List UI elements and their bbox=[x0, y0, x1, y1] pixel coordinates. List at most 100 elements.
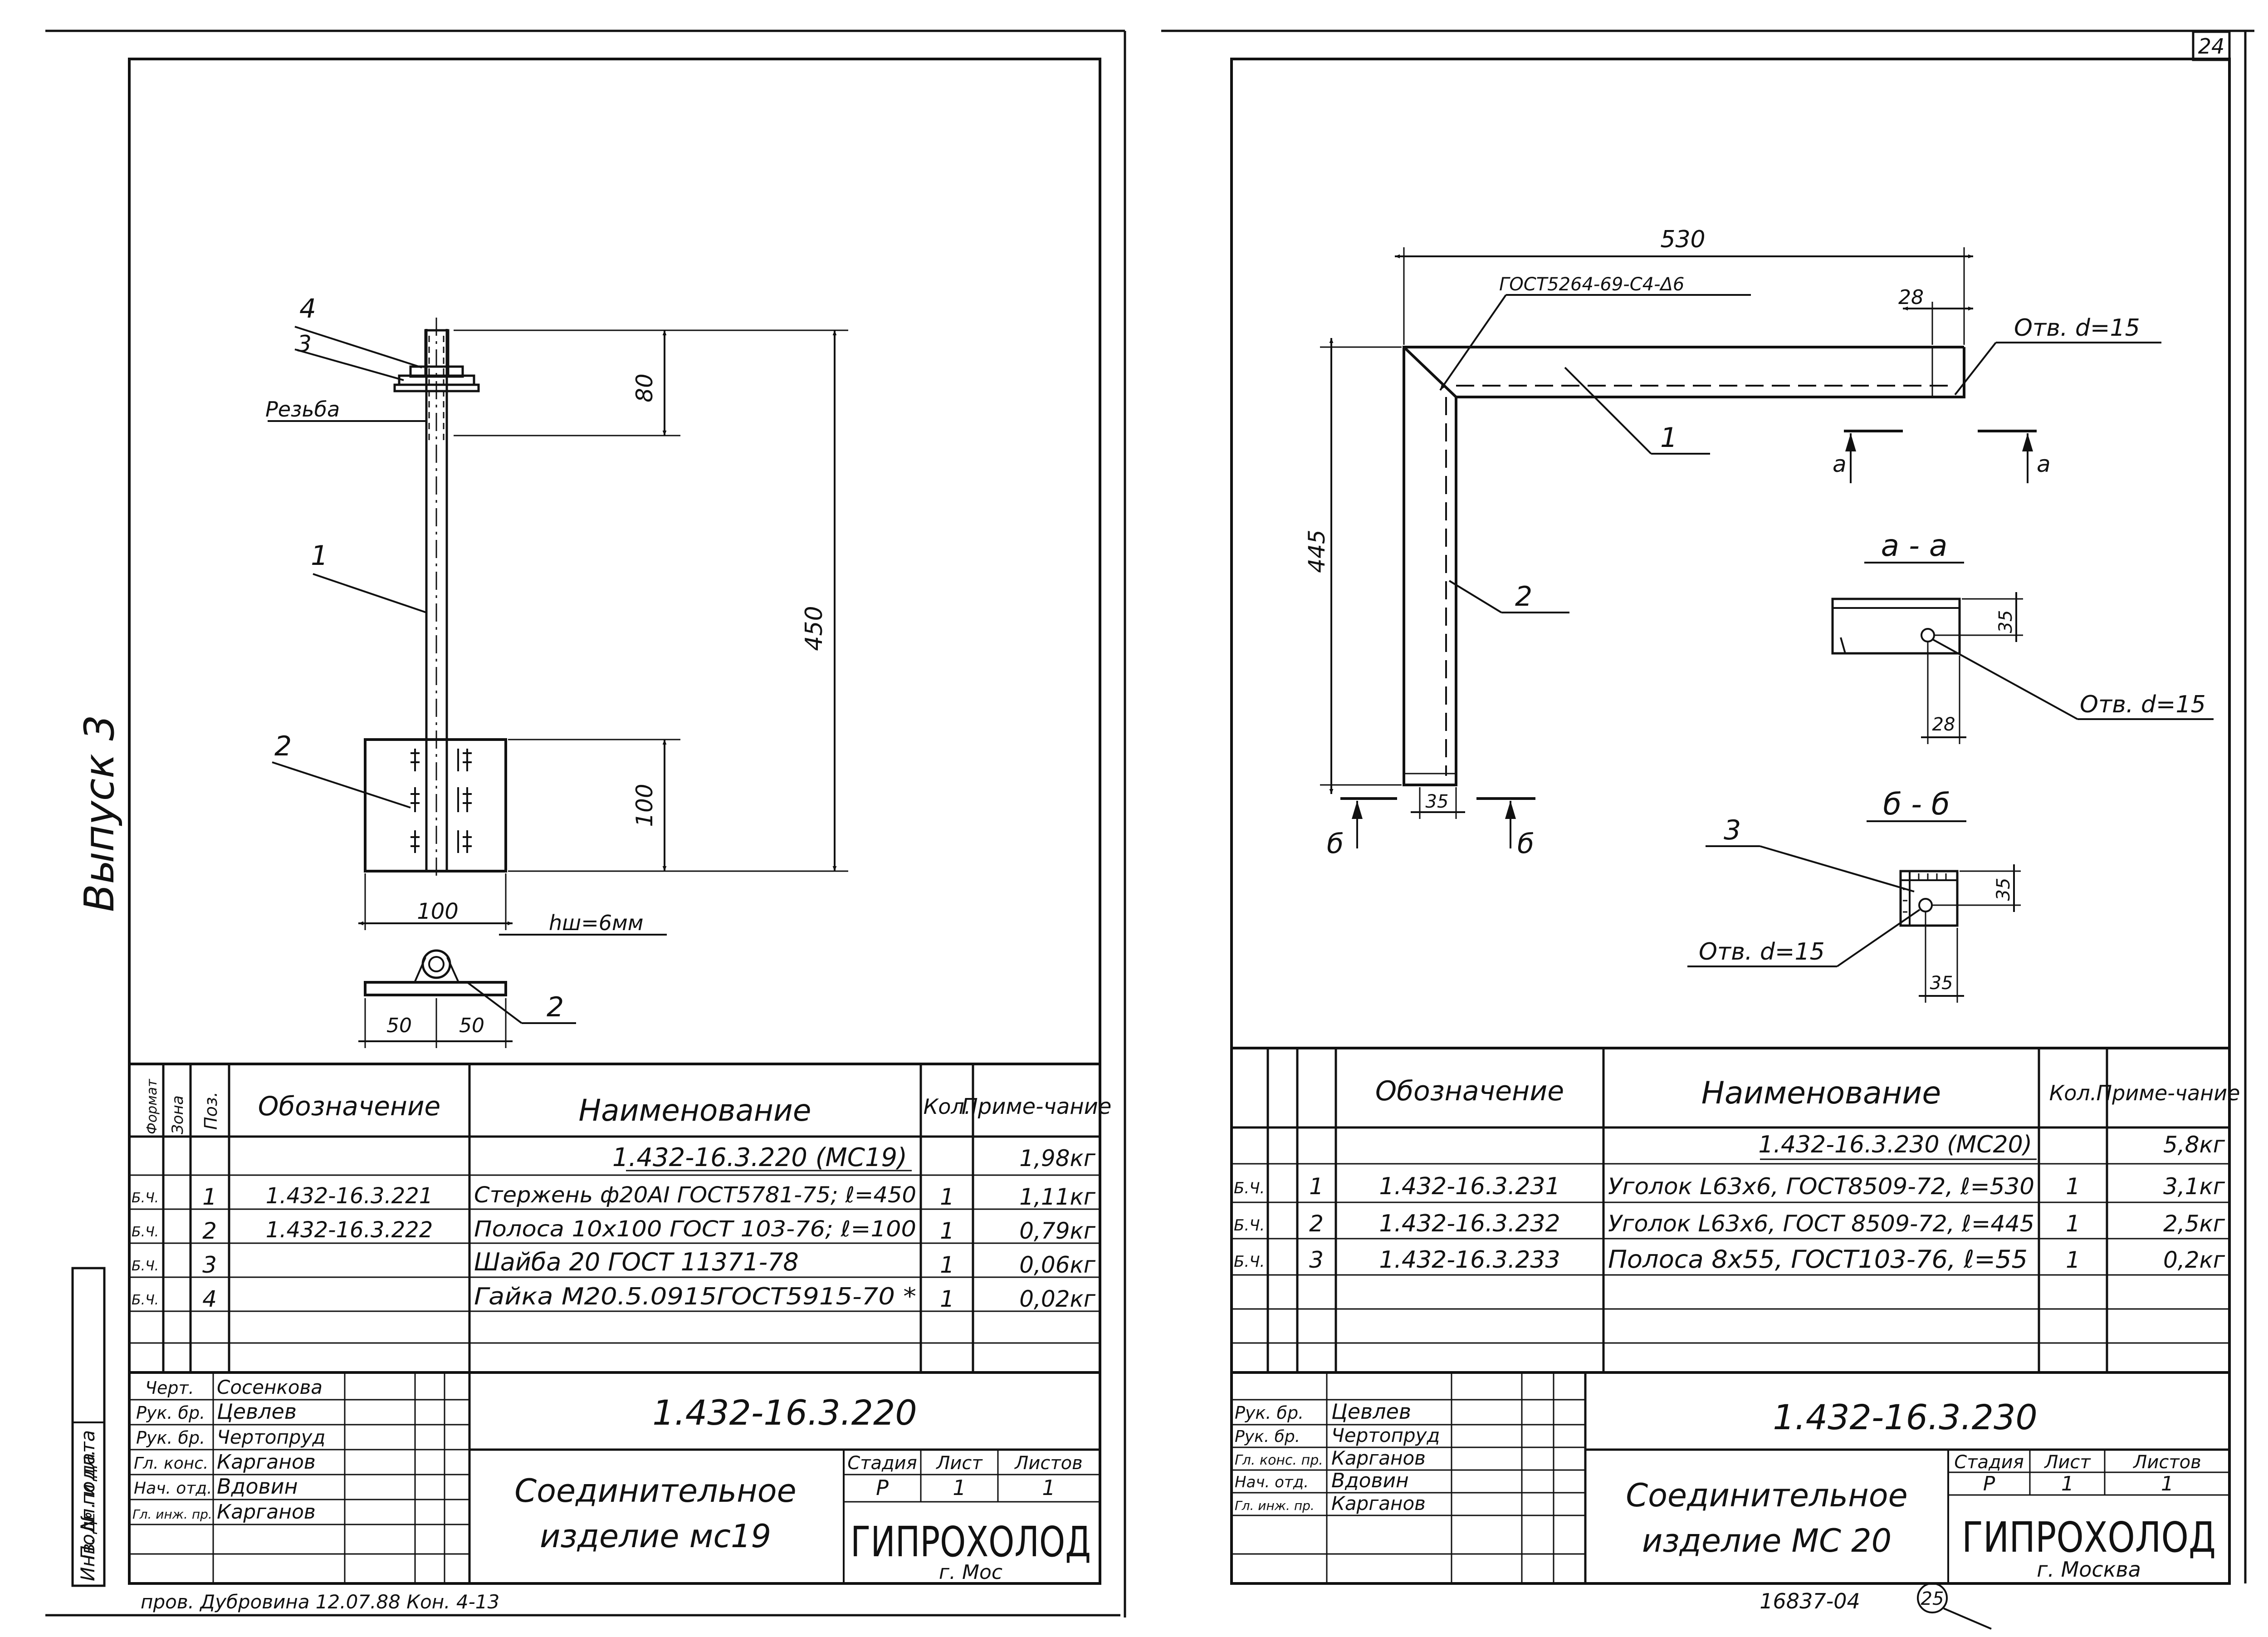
organization-city: г. Мос bbox=[939, 1561, 1002, 1584]
svg-text:Б.Ч.: Б.Ч. bbox=[1234, 1253, 1265, 1271]
svg-text:Рук. бр.: Рук. бр. bbox=[136, 1428, 205, 1448]
sign-date-label: Подп. и дата bbox=[77, 1430, 99, 1560]
callout-3: 3 bbox=[297, 331, 312, 357]
hdr-zone: Зона bbox=[169, 1095, 187, 1134]
left-dimensions: 80 100 450 100 hш=6мм 50 50 bbox=[358, 329, 848, 1048]
rod-part-1 bbox=[424, 318, 450, 876]
hole-label-1: Отв. d=15 bbox=[2014, 314, 2140, 342]
archive-number: 16837-04 bbox=[1760, 1589, 1860, 1613]
left-title-block: Черт. Сосенкова Рук. бр. Цевлев Рук. бр.… bbox=[129, 1371, 1100, 1584]
dim-35c: 35 bbox=[1993, 878, 2014, 901]
check-note: пров. Дубровина 12.07.88 Кон. 4-13 bbox=[141, 1591, 499, 1613]
stamp-person-right-0: Рук. бр. Цевлев bbox=[1235, 1399, 1411, 1424]
table-row: Б.Ч. 4 Гайка М20.5.0915ГОСТ5915-70 * 1 0… bbox=[132, 1283, 1096, 1312]
svg-text:Карганов: Карганов bbox=[1331, 1447, 1426, 1469]
hole-label-2: Отв. d=15 bbox=[2080, 691, 2206, 718]
svg-text:0,02кг: 0,02кг bbox=[1019, 1286, 1096, 1312]
hdr-format: Формат bbox=[144, 1078, 160, 1134]
svg-text:Гл. конс.: Гл. конс. bbox=[134, 1454, 209, 1473]
stamp-person-1: Рук. бр. Цевлев bbox=[136, 1399, 297, 1424]
hdr-designation: Обозначение bbox=[258, 1091, 440, 1122]
organization-name: ГИПРОХОЛОД bbox=[850, 1518, 1091, 1566]
plate-part-2 bbox=[364, 738, 507, 872]
stamp-person-right-3: Нач. отд. Вдовин bbox=[1235, 1469, 1409, 1492]
svg-text:1: 1 bbox=[940, 1286, 954, 1312]
dim-80: 80 bbox=[631, 373, 658, 402]
svg-text:2,5кг: 2,5кг bbox=[2163, 1211, 2225, 1237]
sheets-label-right: Листов bbox=[2132, 1452, 2201, 1473]
svg-text:Б.Ч.: Б.Ч. bbox=[132, 1292, 159, 1308]
dim-28b: 28 bbox=[1932, 714, 1955, 735]
svg-text:2: 2 bbox=[202, 1218, 217, 1244]
svg-text:Гайка М20.5.0915ГОСТ5915-70 *: Гайка М20.5.0915ГОСТ5915-70 * bbox=[474, 1283, 916, 1310]
svg-text:0,79кг: 0,79кг bbox=[1019, 1218, 1096, 1244]
svg-text:1: 1 bbox=[940, 1184, 954, 1210]
right-drawing: 530 28 445 35 ГОСТ5264-69-С4-Δ6 1 2 3 От… bbox=[1230, 58, 2240, 1630]
svg-text:3,1кг: 3,1кг bbox=[2163, 1173, 2225, 1200]
svg-text:4: 4 bbox=[202, 1286, 217, 1312]
right-dimensions: 530 28 445 35 bbox=[1304, 226, 1973, 819]
sheets-value: 1 bbox=[1042, 1475, 1055, 1500]
hdr-qty-right: Кол. bbox=[2049, 1081, 2097, 1105]
hdr-note-right: Приме-чание bbox=[2097, 1081, 2240, 1105]
svg-text:1.432-16.3.231: 1.432-16.3.231 bbox=[1379, 1173, 1560, 1200]
drawing-code-right: 1.432-16.3.230 bbox=[1773, 1397, 2037, 1437]
dim-450: 450 bbox=[801, 606, 828, 651]
dim-35d: 35 bbox=[1930, 973, 1953, 994]
svg-text:Карганов: Карганов bbox=[217, 1451, 316, 1474]
svg-text:Карганов: Карганов bbox=[217, 1500, 316, 1524]
issue-label: Выпуск 3 bbox=[76, 715, 123, 912]
svg-text:Уголок L63х6, ГОСТ8509-72, ℓ=5: Уголок L63х6, ГОСТ8509-72, ℓ=530 bbox=[1608, 1173, 2034, 1200]
stamp-person-3: Гл. конс. Карганов bbox=[134, 1451, 316, 1474]
svg-text:Вдовин: Вдовин bbox=[217, 1474, 298, 1499]
svg-text:3: 3 bbox=[1309, 1247, 1324, 1273]
svg-text:Б.Ч.: Б.Ч. bbox=[132, 1224, 159, 1240]
dim-35b: 35 bbox=[1995, 610, 2016, 633]
svg-text:Б.Ч.: Б.Ч. bbox=[1234, 1179, 1265, 1197]
section-view-aa: а - а 35 28 Отв. d=15 bbox=[1831, 528, 2214, 744]
svg-text:1: 1 bbox=[2066, 1211, 2080, 1237]
dim-weld-height: hш=6мм bbox=[549, 911, 643, 935]
left-margin: Выпуск 3 Подп. и дата Инв. № подл. bbox=[71, 715, 123, 1587]
svg-text:1: 1 bbox=[2066, 1247, 2080, 1273]
sheets-label: Листов bbox=[1014, 1453, 1082, 1474]
stamp-person-right-2: Гл. конс. пр. Карганов bbox=[1235, 1447, 1426, 1469]
hole-label-3: Отв. d=15 bbox=[1699, 938, 1825, 966]
sheet-label-right: Лист bbox=[2043, 1452, 2091, 1473]
page-number-top-text: 24 bbox=[2198, 34, 2225, 59]
sheet-label: Лист bbox=[935, 1453, 983, 1474]
svg-text:Цевлев: Цевлев bbox=[1331, 1399, 1411, 1424]
page-number-top: 24 bbox=[2192, 30, 2231, 61]
weld-callout: ГОСТ5264-69-С4-Δ6 bbox=[1499, 274, 1684, 295]
angle-frame bbox=[1403, 346, 1965, 786]
stamp-person-right-4: Гл. инж. пр. Карганов bbox=[1235, 1492, 1426, 1514]
hole-callout-top: Отв. d=15 bbox=[1954, 314, 2161, 396]
svg-text:Чертопруд: Чертопруд bbox=[217, 1426, 325, 1448]
left-frame bbox=[128, 58, 1101, 1585]
svg-text:Рук. бр.: Рук. бр. bbox=[136, 1403, 205, 1423]
svg-text:Б.Ч.: Б.Ч. bbox=[132, 1190, 159, 1206]
drawing-code: 1.432-16.3.220 bbox=[652, 1392, 917, 1433]
table-row: Б.Ч. 2 1.432-16.3.222 Полоса 10х100 ГОСТ… bbox=[132, 1216, 1096, 1244]
drawing-title-right-line1: Соединительное bbox=[1626, 1477, 1907, 1514]
washer-nut bbox=[393, 365, 480, 392]
svg-text:Полоса 8х55, ГОСТ103-76, ℓ=55: Полоса 8х55, ГОСТ103-76, ℓ=55 bbox=[1608, 1245, 2028, 1274]
svg-text:Черт.: Черт. bbox=[145, 1378, 194, 1398]
svg-text:Нач. отд.: Нач. отд. bbox=[1235, 1473, 1309, 1491]
dim-35a: 35 bbox=[1426, 791, 1449, 812]
svg-text:1: 1 bbox=[1309, 1173, 1324, 1200]
svg-text:б: б bbox=[1517, 828, 1534, 860]
svg-text:0,2кг: 0,2кг bbox=[2163, 1247, 2225, 1273]
left-spec-table: Формат Зона Поз. Обозначение Наименовани… bbox=[129, 1063, 1111, 1372]
svg-text:Рук. бр.: Рук. бр. bbox=[1235, 1403, 1304, 1423]
dim-100-vertical: 100 bbox=[631, 784, 658, 827]
svg-text:Гл. инж. пр.: Гл. инж. пр. bbox=[1235, 1498, 1315, 1513]
svg-text:Нач. отд.: Нач. отд. bbox=[134, 1479, 212, 1498]
dim-100-horizontal: 100 bbox=[417, 899, 459, 924]
callout-thread: Резьба bbox=[265, 397, 340, 422]
dim-50a: 50 bbox=[386, 1014, 412, 1037]
svg-text:2: 2 bbox=[1309, 1211, 1324, 1237]
organization-city-right: г. Москва bbox=[2037, 1557, 2141, 1582]
right-callouts: ГОСТ5264-69-С4-Δ6 1 2 3 bbox=[1439, 274, 1915, 892]
dim-530: 530 bbox=[1660, 226, 1705, 253]
